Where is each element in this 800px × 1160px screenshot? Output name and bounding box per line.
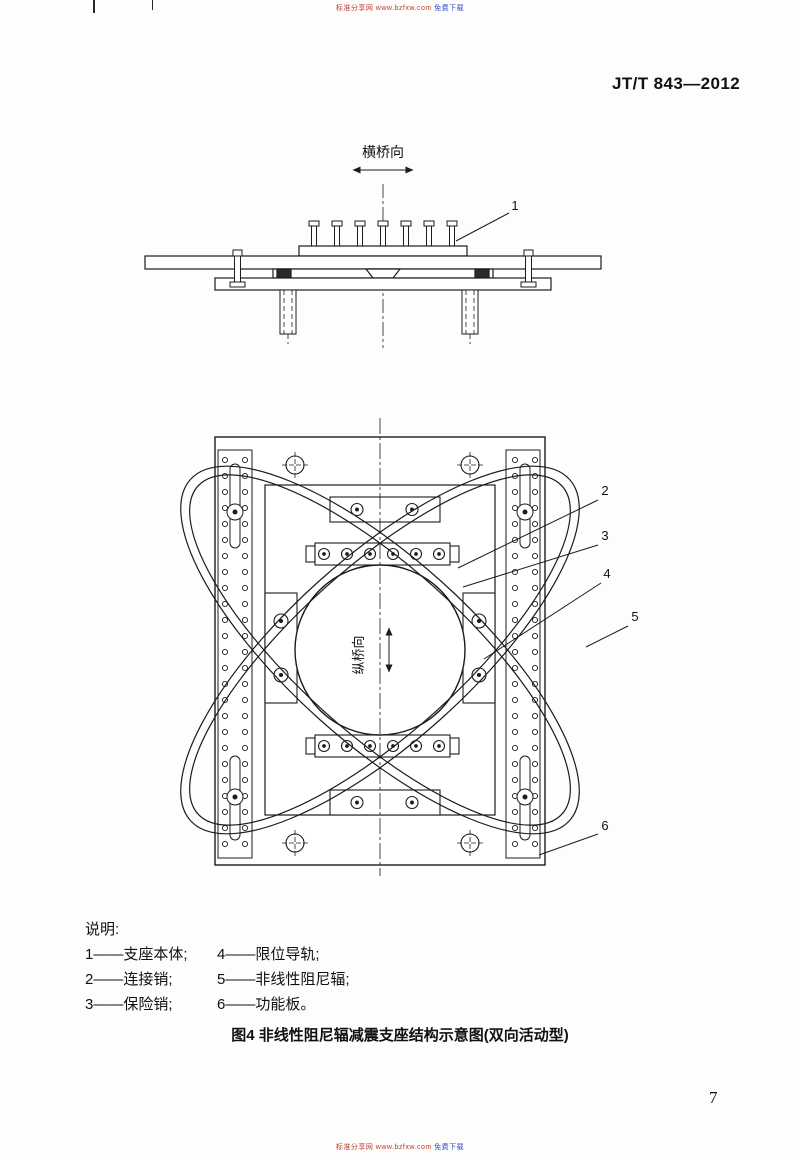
standard-code: JT/T 843—2012 — [612, 74, 741, 93]
legend-item-3: 3——保险销; — [85, 996, 173, 1013]
bearing-body-plates — [144, 245, 602, 291]
longitudinal-direction-label: 纵桥向 — [351, 635, 366, 674]
callout-5-label: 5 — [631, 609, 638, 624]
figure-caption: 图4 非线性阻尼辐减震支座结构示意图(双向活动型) — [231, 1027, 569, 1044]
scan-artifact — [152, 0, 153, 10]
damper-spoke-loops — [180, 465, 580, 835]
figure-plan-view: 纵桥向 2 3 4 5 6 — [180, 418, 639, 876]
legend: 说明: 1——支座本体; 4——限位导轨; 2——连接销; 5——非线性阻尼辐;… — [85, 922, 350, 1012]
watermark-top-blue-text: 免费下载 — [434, 5, 465, 12]
lower-anchor-rods — [279, 289, 479, 344]
rail-bolt-holes — [221, 456, 249, 848]
callout-2: 2 — [457, 483, 609, 569]
legend-grid: 1——支座本体; 4——限位导轨; 2——连接销; 5——非线性阻尼辐; 3——… — [85, 947, 350, 1012]
legend-item-1: 1——支座本体; — [85, 946, 188, 963]
corner-anchor-bolts — [282, 452, 483, 856]
guide-rail-left — [217, 449, 253, 859]
rail-bolt-holes — [511, 456, 539, 848]
callout-3: 3 — [462, 528, 609, 588]
transverse-direction-label: 横桥向 — [362, 144, 404, 160]
callout-1-label: 1 — [511, 198, 518, 213]
upper-anchor-bolts — [308, 220, 458, 247]
legend-item-6: 6——功能板。 — [217, 996, 316, 1013]
watermark-top-red-text: 标准分享网 www.bzfxw.com — [335, 5, 432, 12]
scan-artifact — [93, 0, 95, 13]
watermark-bottom-red-text: 标准分享网 www.bzfxw.com — [335, 1144, 432, 1151]
page-number: 7 — [709, 1088, 718, 1107]
legend-item-5: 5——非线性阻尼辐; — [217, 971, 350, 988]
callout-6: 6 — [538, 818, 609, 856]
callout-4-label: 4 — [603, 566, 610, 581]
side-connection-bolts — [229, 249, 537, 288]
legend-item-4: 4——限位导轨; — [217, 946, 320, 963]
callout-3-label: 3 — [601, 528, 608, 543]
legend-item-2: 2——连接销; — [85, 971, 173, 988]
callout-5: 5 — [585, 609, 639, 648]
callout-2-label: 2 — [601, 483, 608, 498]
watermark-bottom-blue-text: 免费下载 — [434, 1144, 465, 1151]
watermark-bottom: 标准分享网 www.bzfxw.com 免费下载 — [0, 1142, 800, 1152]
figure-elevation-view: 横桥向 — [144, 144, 602, 348]
callout-1: 1 — [455, 198, 519, 242]
watermark-top: 标准分享网 www.bzfxw.com 免费下载 — [0, 3, 800, 13]
callout-4: 4 — [483, 566, 611, 660]
callout-6-label: 6 — [601, 818, 608, 833]
legend-title: 说明: — [85, 921, 120, 938]
